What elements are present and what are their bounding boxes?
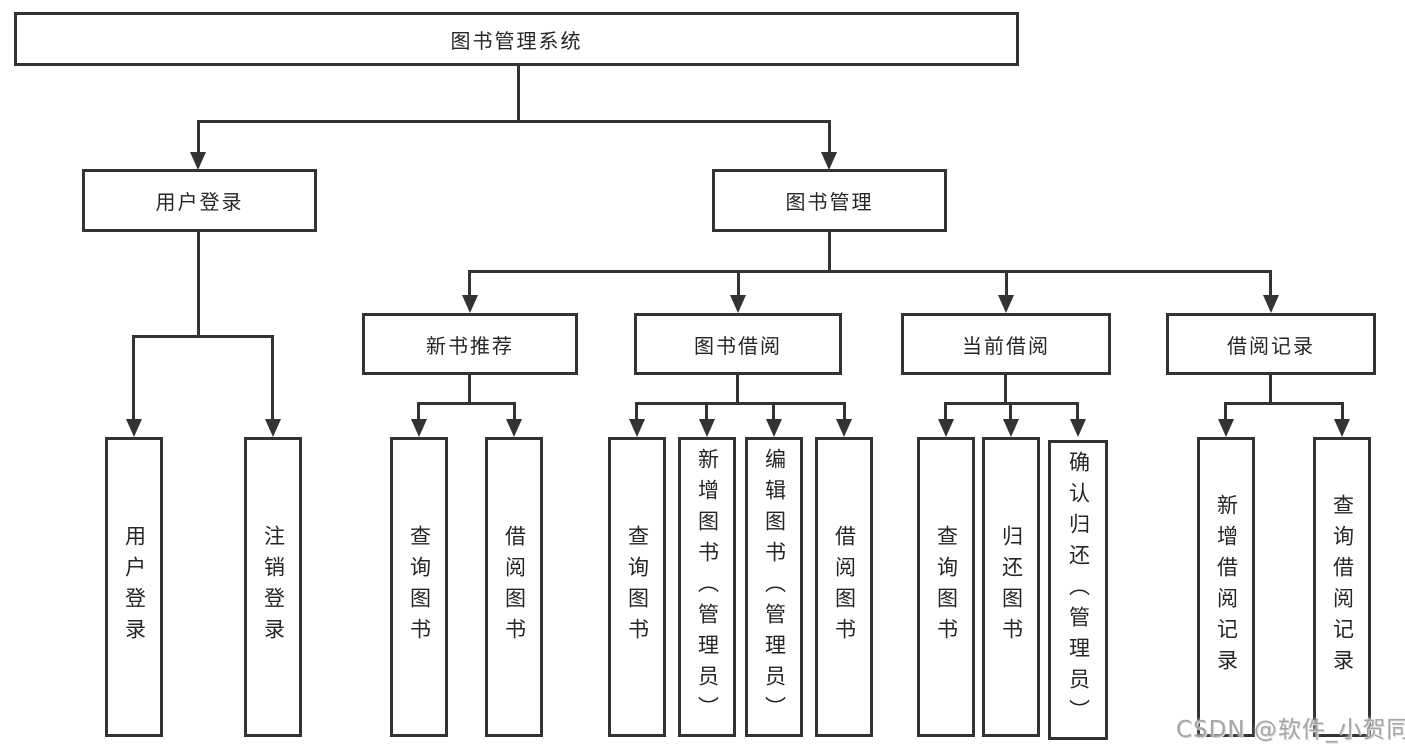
arrow-down-icon xyxy=(998,295,1014,313)
connector-drop-leaf xyxy=(772,402,775,419)
node-borrowing-records: 借阅记录 xyxy=(1166,313,1376,375)
leaf-edit-books-admin: 编辑图书（管理员） xyxy=(745,437,803,737)
leaf-logout-login-label: 注销登录 xyxy=(261,525,286,649)
arrow-down-icon xyxy=(836,419,852,437)
leaf-confirm-return-admin-label: 确认归还（管理员） xyxy=(1066,450,1091,730)
arrow-down-icon xyxy=(1218,419,1234,437)
node-library-management-system: 图书管理系统 xyxy=(14,12,1019,66)
connector-drop-leaf xyxy=(271,335,274,419)
leaf-return-books-label: 归还图书 xyxy=(999,525,1024,649)
arrow-down-icon xyxy=(265,419,281,437)
connector-user-login-branch xyxy=(132,335,274,338)
connector-drop-leaf xyxy=(635,402,638,419)
connector-root-stub xyxy=(517,66,520,120)
connector-book-borrow-branch xyxy=(635,402,846,405)
connector-drop-leaf xyxy=(705,402,708,419)
leaf-borrow-books: 借阅图书 xyxy=(815,437,873,737)
leaf-query-books: 查询图书 xyxy=(390,437,448,737)
connector-drop-leaf xyxy=(1341,402,1344,419)
node-current-borrowing-label: 当前借阅 xyxy=(962,333,1050,358)
leaf-borrow-books-label: 借阅图书 xyxy=(832,525,857,649)
leaf-query-borrow-record-label: 查询借阅记录 xyxy=(1330,494,1355,680)
node-book-management: 图书管理 xyxy=(712,169,947,232)
connector-borrow-records-stub xyxy=(1269,375,1272,402)
connector-new-book-stub xyxy=(468,375,471,402)
connector-drop-leaf xyxy=(417,402,420,419)
arrow-down-icon xyxy=(699,419,715,437)
leaf-add-borrow-record: 新增借阅记录 xyxy=(1197,437,1255,737)
leaf-add-books-admin: 新增图书（管理员） xyxy=(678,437,736,737)
connector-level3-branch xyxy=(468,270,1272,273)
leaf-query-books: 查询图书 xyxy=(608,437,666,737)
node-book-borrowing-label: 图书借阅 xyxy=(694,333,782,358)
leaf-confirm-return-admin: 确认归还（管理员） xyxy=(1048,440,1108,740)
arrow-down-icon xyxy=(1334,419,1350,437)
connector-level2-branch xyxy=(197,120,831,123)
leaf-edit-books-admin-label: 编辑图书（管理员） xyxy=(762,447,787,727)
csdn-watermark: CSDN @软件_小贺同学 xyxy=(1176,717,1405,743)
leaf-query-books-label: 查询图书 xyxy=(407,525,432,649)
arrow-down-icon xyxy=(462,295,478,313)
connector-drop-leaf xyxy=(513,402,516,419)
leaf-return-books: 归还图书 xyxy=(982,437,1040,737)
arrow-down-icon xyxy=(506,419,522,437)
node-library-management-system-label: 图书管理系统 xyxy=(450,28,583,53)
node-user-login: 用户登录 xyxy=(82,169,317,232)
node-book-borrowing: 图书借阅 xyxy=(634,313,842,375)
connector-drop-current-borrow xyxy=(1005,270,1008,295)
arrow-down-icon xyxy=(1070,419,1086,437)
leaf-query-books: 查询图书 xyxy=(917,437,975,737)
connector-drop-book-management xyxy=(828,120,831,152)
connector-drop-leaf xyxy=(1076,402,1079,419)
connector-book-borrow-stub xyxy=(736,375,739,402)
connector-drop-borrow-records xyxy=(1269,270,1272,295)
arrow-down-icon xyxy=(1003,419,1019,437)
arrow-down-icon xyxy=(730,295,746,313)
connector-drop-new-book xyxy=(468,270,471,295)
node-new-book-recommendation: 新书推荐 xyxy=(362,313,578,375)
node-borrowing-records-label: 借阅记录 xyxy=(1227,333,1315,358)
arrow-down-icon xyxy=(126,419,142,437)
connector-drop-leaf xyxy=(1009,402,1012,419)
node-new-book-recommendation-label: 新书推荐 xyxy=(426,333,514,358)
leaf-add-borrow-record-label: 新增借阅记录 xyxy=(1214,494,1239,680)
arrow-down-icon xyxy=(1263,295,1279,313)
arrow-down-icon xyxy=(629,419,645,437)
arrow-down-icon xyxy=(190,152,206,170)
connector-borrow-records-branch xyxy=(1224,402,1344,405)
connector-book-management-stub xyxy=(828,232,831,270)
connector-drop-leaf xyxy=(944,402,947,419)
leaf-borrow-books-label: 借阅图书 xyxy=(502,525,527,649)
leaf-logout-login: 注销登录 xyxy=(244,437,302,737)
arrow-down-icon xyxy=(821,152,837,170)
leaf-query-books-label: 查询图书 xyxy=(625,525,650,649)
connector-drop-leaf xyxy=(843,402,846,419)
connector-drop-leaf xyxy=(132,335,135,419)
node-user-login-label: 用户登录 xyxy=(155,190,244,214)
arrow-down-icon xyxy=(938,419,954,437)
arrow-down-icon xyxy=(766,419,782,437)
node-current-borrowing: 当前借阅 xyxy=(901,313,1111,375)
leaf-borrow-books: 借阅图书 xyxy=(485,437,543,737)
node-book-management-label: 图书管理 xyxy=(785,190,874,214)
connector-new-book-branch xyxy=(417,402,516,405)
leaf-user-login: 用户登录 xyxy=(105,437,163,737)
arrow-down-icon xyxy=(411,419,427,437)
leaf-user-login-label: 用户登录 xyxy=(122,525,147,649)
connector-drop-leaf xyxy=(1224,402,1227,419)
leaf-add-books-admin-label: 新增图书（管理员） xyxy=(695,447,720,727)
connector-drop-user-login xyxy=(197,120,200,152)
leaf-query-books-label: 查询图书 xyxy=(934,525,959,649)
connector-user-login-stub xyxy=(197,232,200,335)
connector-drop-book-borrow xyxy=(737,270,740,295)
connector-current-borrow-stub xyxy=(1004,375,1007,402)
leaf-query-borrow-record: 查询借阅记录 xyxy=(1313,437,1371,737)
